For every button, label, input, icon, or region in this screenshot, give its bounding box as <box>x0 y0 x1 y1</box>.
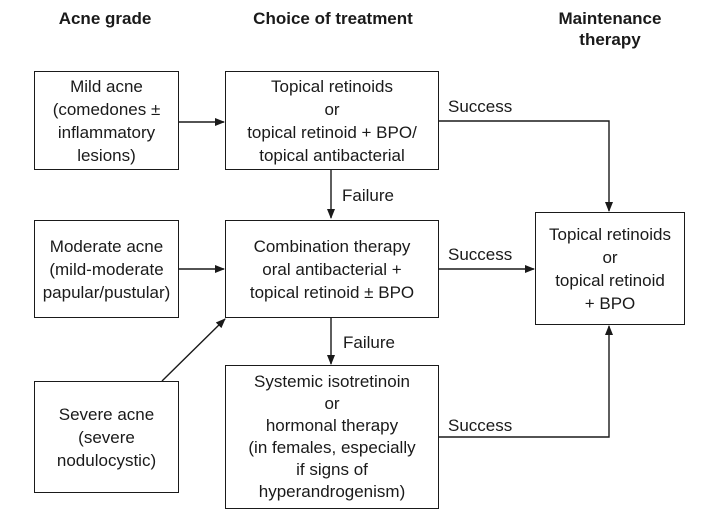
box-line: Combination therapy <box>253 236 411 256</box>
box-line: (comedones ± <box>52 99 161 119</box>
box-systemic-isotretinoin: Systemic isotretinoin or hormonal therap… <box>225 365 439 509</box>
box-line: Topical retinoids <box>271 76 393 96</box>
arrow-success-3 <box>439 325 613 438</box>
label-success-1: Success <box>448 97 513 116</box>
label-failure-1: Failure <box>342 186 394 205</box>
box-line: Mild acne <box>70 76 143 96</box>
box-combination-therapy: Combination therapy oral antibacterial +… <box>225 220 439 318</box>
box-line: Topical retinoids <box>549 224 671 244</box>
box-maintenance-therapy: Topical retinoids or topical retinoid + … <box>535 212 685 325</box>
heading-maintenance-therapy: Maintenance therapy <box>530 8 690 50</box>
label-success-2: Success <box>448 245 513 264</box>
box-line: Systemic isotretinoin <box>254 372 410 391</box>
heading-maintenance-line: Maintenance <box>558 9 662 28</box>
box-line: topical retinoid <box>555 270 665 290</box>
box-line: + BPO <box>584 293 636 313</box>
box-severe-acne: Severe acne (severe nodulocystic) <box>34 381 179 493</box>
box-moderate-acne: Moderate acne (mild-moderate papular/pus… <box>34 220 179 318</box>
box-line: inflammatory <box>57 122 156 142</box>
box-line: Severe acne <box>58 404 155 424</box>
arrow-success-1 <box>439 120 613 212</box>
box-line: or <box>324 394 340 413</box>
box-line: papular/pustular) <box>42 282 171 302</box>
label-failure-2: Failure <box>343 333 395 352</box>
label-success-3: Success <box>448 416 513 435</box>
box-line: hyperandrogenism) <box>258 482 406 501</box>
box-line: if signs of <box>296 460 368 479</box>
heading-choice-of-treatment: Choice of treatment <box>253 9 413 28</box>
box-topical-retinoids: Topical retinoids or topical retinoid + … <box>225 71 439 170</box>
box-line: topical antibacterial <box>259 145 405 165</box>
heading-acne-grade: Acne grade <box>58 9 152 28</box>
box-line: nodulocystic) <box>56 450 157 470</box>
box-line: or <box>602 247 618 267</box>
arrow-severe-to-combination <box>161 318 226 382</box>
box-line: hormonal therapy <box>265 416 399 435</box>
box-line: lesions) <box>77 145 136 165</box>
box-line: topical retinoid + BPO/ <box>247 122 417 142</box>
box-line: oral antibacterial + <box>262 259 402 279</box>
box-mild-acne: Mild acne (comedones ± inflammatory lesi… <box>34 71 179 170</box>
box-line: (in females, especially <box>248 438 416 457</box>
box-line: or <box>324 99 340 119</box>
box-line: (mild-moderate <box>49 259 164 279</box>
box-line: Moderate acne <box>49 236 164 256</box>
box-line: (severe <box>78 427 135 447</box>
heading-maintenance-line: therapy <box>579 30 641 49</box>
box-line: topical retinoid ± BPO <box>249 282 415 302</box>
